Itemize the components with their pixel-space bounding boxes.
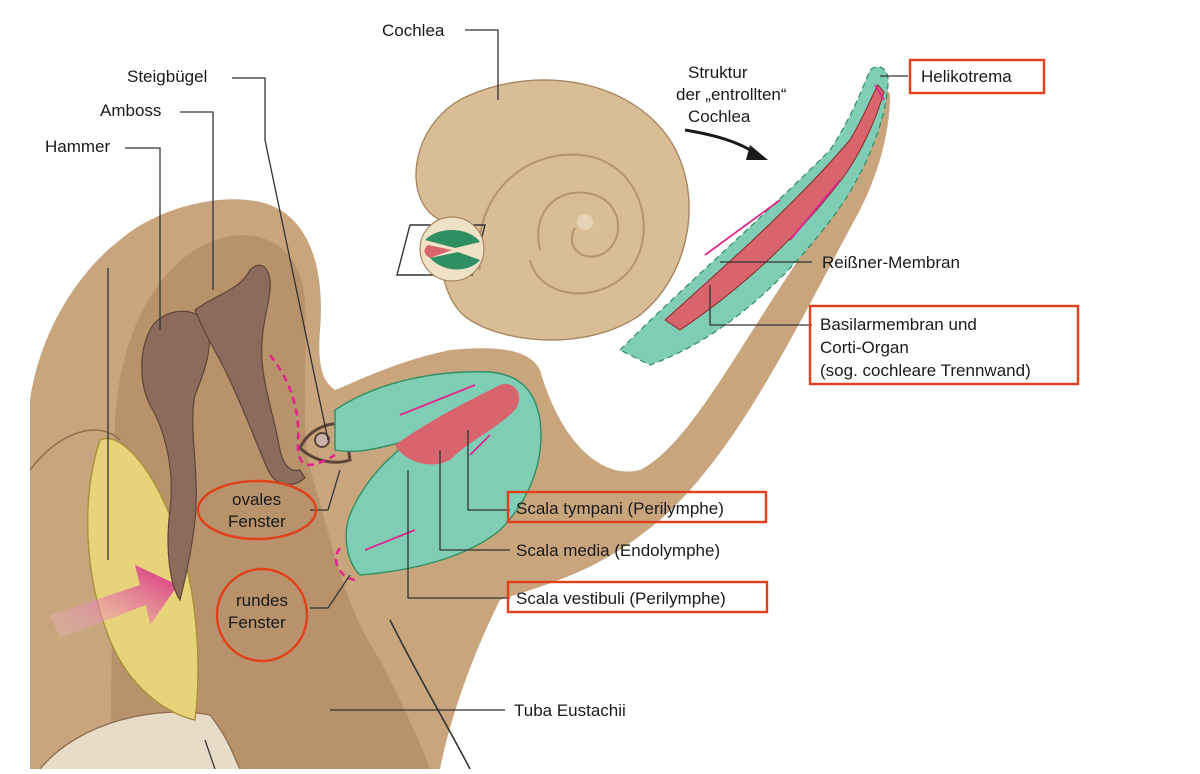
label-basilar-1: Basilarmembran und xyxy=(820,315,977,334)
flow-line-upper xyxy=(704,199,781,256)
bone-contour xyxy=(29,429,121,471)
label-tuba: Tuba Eustachii xyxy=(514,701,626,720)
highlight-ovales xyxy=(196,479,318,541)
round-window-outline xyxy=(334,547,356,582)
label-rundes-2: Fenster xyxy=(228,613,286,632)
label-helikotrema: Helikotrema xyxy=(921,67,1012,86)
flow-line-tube-top xyxy=(399,384,476,416)
cross-section-lower xyxy=(430,252,480,270)
unroll-arrow-head xyxy=(746,145,768,160)
label-reissner: Reißner-Membran xyxy=(822,253,960,272)
label-struktur-2: der „entrollten“ xyxy=(676,85,787,104)
label-steigbuegel: Steigbügel xyxy=(127,67,207,86)
label-basilar-2: Corti-Organ xyxy=(820,338,909,357)
cochlea-spiral-2 xyxy=(537,191,620,258)
cochlea-apex xyxy=(577,214,593,230)
flow-line-lower xyxy=(789,179,841,241)
highlight-scala-vestibuli xyxy=(506,580,769,614)
tuba-wall xyxy=(389,619,471,770)
label-ovales-2: Fenster xyxy=(228,512,286,531)
oval-window-outline xyxy=(268,354,336,467)
label-hammer: Hammer xyxy=(45,137,111,156)
unrolled-membrane xyxy=(664,84,885,331)
label-cochlea: Cochlea xyxy=(382,21,445,40)
flow-line-tube-bottom xyxy=(469,434,491,456)
cochlea-shell xyxy=(415,79,690,341)
anvil-bone xyxy=(194,264,306,486)
unroll-arrow xyxy=(684,128,759,157)
leader-scala-tympani xyxy=(467,430,510,511)
label-ovales-1: ovales xyxy=(232,490,281,509)
cross-section-media xyxy=(424,245,452,258)
sound-wave-arrow xyxy=(50,565,178,638)
label-basilar-3: (sog. cochleare Trennwand) xyxy=(820,361,1031,380)
flow-line-helico xyxy=(874,84,885,101)
label-struktur-3: Cochlea xyxy=(688,107,751,126)
leader-scala-vestibuli xyxy=(407,470,510,599)
cochlea-spiral-1 xyxy=(477,153,645,295)
leader-cochlea xyxy=(465,29,499,100)
leader-rundes xyxy=(310,574,351,609)
label-scala-tympani: Scala tympani (Perilymphe) xyxy=(516,499,724,518)
label-amboss: Amboss xyxy=(100,101,161,120)
stirrup-head xyxy=(314,432,330,448)
highlight-helikotrema xyxy=(908,58,1046,95)
label-struktur-1: Struktur xyxy=(688,63,748,82)
scala-media-band xyxy=(395,384,520,465)
label-rundes-1: rundes xyxy=(236,591,288,610)
flow-line-tube-exit xyxy=(364,529,416,551)
label-scala-vestibuli: Scala vestibuli (Perilymphe) xyxy=(516,589,726,608)
label-scala-media: Scala media (Endolymphe) xyxy=(516,541,720,560)
highlight-basilar xyxy=(808,304,1080,386)
leader-steigbuegel xyxy=(232,77,329,441)
leader-scala-media xyxy=(439,450,510,551)
leader-hammer xyxy=(125,147,161,330)
highlight-rundes xyxy=(215,567,309,663)
highlight-scala-tympani xyxy=(506,490,768,524)
unrolled-tube xyxy=(618,66,889,366)
cross-section-upper xyxy=(425,230,480,248)
leader-bottom xyxy=(204,739,216,770)
leader-amboss xyxy=(180,111,214,290)
leader-basilar xyxy=(709,285,812,326)
